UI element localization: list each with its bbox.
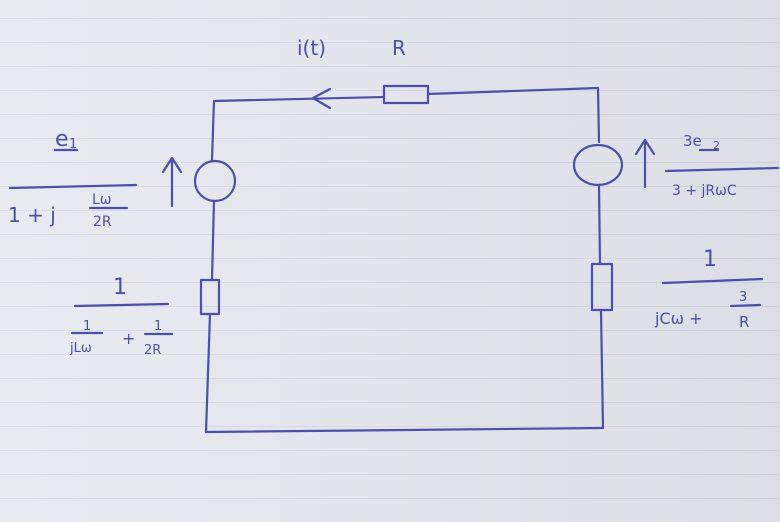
left-voltage-source — [193, 159, 237, 203]
current-arrow-icon — [311, 87, 332, 110]
left-impedance-fraction-bar — [73, 302, 170, 308]
left-source-arrow-icon — [161, 156, 183, 208]
left-source-fraction-bar — [8, 183, 138, 190]
left-source-frac-den: 2R — [93, 214, 112, 230]
left-impedance-frac2-den: 2R — [144, 343, 161, 358]
right-impedance-inner-bar — [729, 303, 762, 308]
bottom-wire — [204, 426, 605, 434]
right-impedance-frac-num: 3 — [739, 290, 747, 305]
right-source-numerator: 3e — [683, 132, 702, 150]
top-resistor — [382, 84, 430, 105]
left-impedance-frac2-num: 1 — [154, 319, 162, 334]
right-source-arrow-icon — [634, 138, 656, 189]
current-label: i(t) — [297, 36, 326, 60]
left-impedance-frac1-num: 1 — [83, 319, 91, 334]
left-source-numerator-sub: 1 — [69, 137, 77, 152]
left-impedance-numerator: 1 — [113, 275, 127, 300]
right-impedance-frac-den: R — [739, 313, 749, 331]
left-impedance-plus: + — [122, 329, 135, 348]
right-impedance-den-lead: jCω + — [654, 309, 703, 328]
top-wire — [210, 86, 601, 162]
right-impedance-fraction-bar — [661, 277, 764, 285]
right-wire — [597, 183, 605, 430]
left-impedance-frac1-den: jLω — [69, 341, 92, 356]
right-source-numerator-sub: 2 — [713, 139, 720, 152]
left-source-numerator: e — [55, 127, 69, 152]
left-resistor — [199, 278, 221, 316]
top-resistor-label: R — [392, 36, 406, 60]
right-source-fraction-bar — [664, 166, 780, 173]
left-source-denominator-lead: 1 + j — [8, 203, 56, 227]
right-source-denominator: 3 + jRωC — [672, 183, 737, 199]
right-resistor — [590, 262, 614, 312]
right-impedance-numerator: 1 — [703, 247, 717, 272]
left-wire — [204, 199, 216, 434]
left-source-frac-num: Lω — [92, 192, 112, 208]
right-voltage-source — [572, 143, 624, 187]
